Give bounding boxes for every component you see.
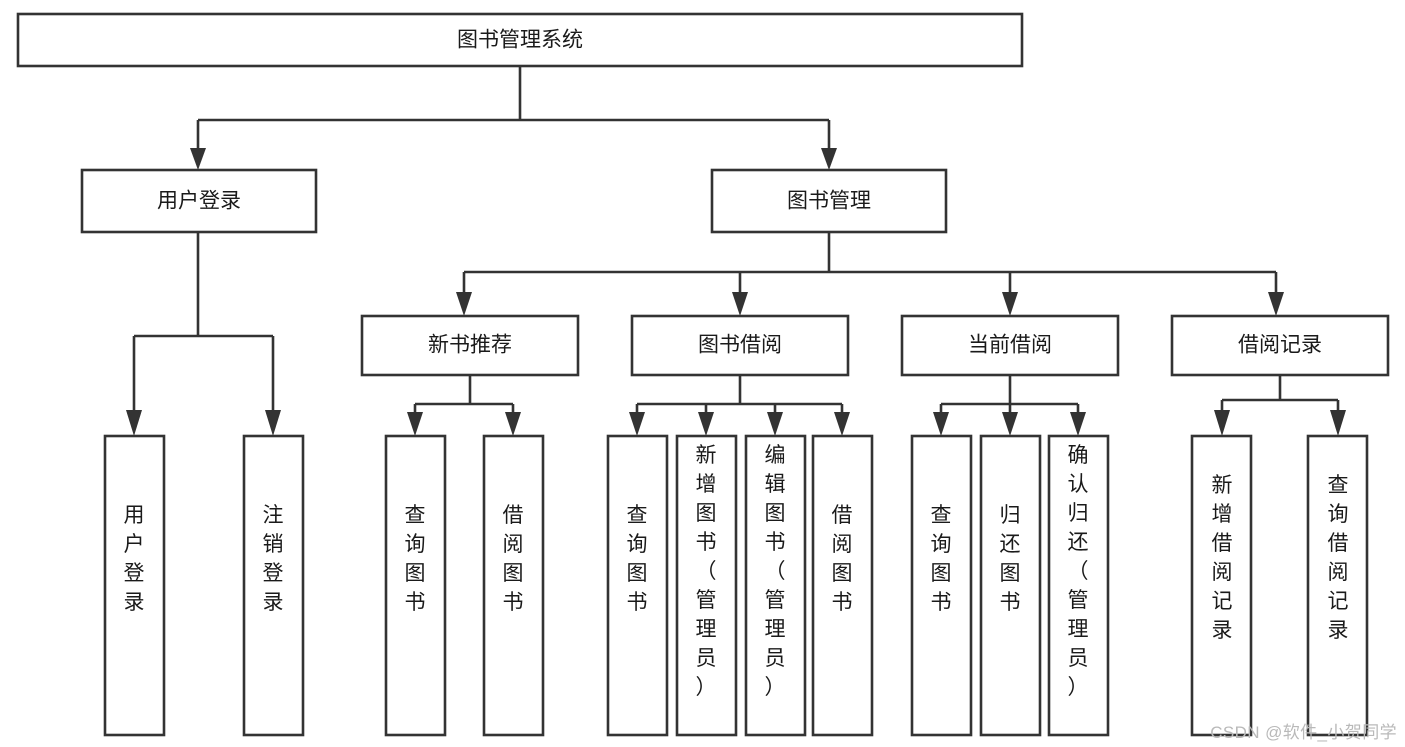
arrow-head-leaf-borrow-book-2 [834,412,850,436]
node-root-box[interactable] [16,12,1024,68]
node-leaf-borrow-book-2-label: 借阅图书 [832,504,853,614]
arrow-head-leaf-query-book-3 [933,412,949,436]
node-leaf-return-book-box[interactable] [979,434,1042,737]
node-leaf-edit-book-label: 编辑图书（管理员） [765,444,786,699]
edge-group-root [190,66,837,170]
node-leaf-borrow-book-1-box[interactable] [482,434,545,737]
node-leaf-query-record[interactable]: 查询借阅记录 [1306,434,1369,737]
node-leaf-query-book-3[interactable]: 查询图书 [910,434,973,737]
node-leaf-edit-book-box[interactable] [744,434,807,737]
edge-group-book-manage [456,232,1284,316]
arrow-head-book-manage [821,148,837,170]
node-book-manage-label: 图书管理 [787,190,871,213]
arrow-head-leaf-return-book [1002,412,1018,436]
arrow-head-leaf-add-record [1214,410,1230,436]
node-leaf-borrow-book-1[interactable]: 借阅图书 [482,434,545,737]
node-leaf-user-logout[interactable]: 注销登录 [242,434,305,737]
node-leaf-add-book-box[interactable] [675,434,738,737]
node-book-manage-box[interactable] [710,168,948,234]
node-root[interactable]: 图书管理系统 [16,12,1024,68]
node-leaf-query-book-2-box[interactable] [606,434,669,737]
node-leaf-confirm-return[interactable]: 确认归还（管理员） [1047,434,1110,737]
node-leaf-return-book[interactable]: 归还图书 [979,434,1042,737]
node-leaf-confirm-return-box[interactable] [1047,434,1110,737]
node-borrow-record-box[interactable] [1170,314,1390,377]
arrow-head-leaf-user-logout [265,410,281,436]
edge-group-new-book-recommend [407,375,521,436]
node-leaf-user-logout-label: 注销登录 [263,504,284,614]
node-leaf-query-book-3-label: 查询图书 [931,504,952,614]
node-leaf-borrow-book-2-box[interactable] [811,434,874,737]
node-current-borrow[interactable]: 当前借阅 [900,314,1120,377]
arrow-head-new-book-recommend [456,292,472,316]
edge-group-book-borrow [629,375,850,436]
arrow-head-leaf-user-login [126,410,142,436]
node-leaf-query-book-2[interactable]: 查询图书 [606,434,669,737]
node-leaf-user-login-box[interactable] [103,434,166,737]
arrow-head-borrow-record [1268,292,1284,316]
node-book-borrow-label: 图书借阅 [698,334,782,357]
node-user-login-label: 用户登录 [157,190,241,213]
node-user-login[interactable]: 用户登录 [80,168,318,234]
node-leaf-query-record-box[interactable] [1306,434,1369,737]
edge-group-user-login [126,232,281,436]
edge-group-borrow-record [1214,375,1346,436]
edge-group-current-borrow [933,375,1086,436]
node-leaf-query-book-1[interactable]: 查询图书 [384,434,447,737]
node-leaf-user-login-label: 用户登录 [124,504,145,614]
node-root-label: 图书管理系统 [457,29,583,52]
node-new-book-recommend[interactable]: 新书推荐 [360,314,580,377]
arrow-head-leaf-add-book [698,412,714,436]
node-leaf-add-record[interactable]: 新增借阅记录 [1190,434,1253,737]
arrow-head-leaf-query-book-2 [629,412,645,436]
node-current-borrow-box[interactable] [900,314,1120,377]
arrow-head-leaf-borrow-book-1 [505,412,521,436]
node-borrow-record-label: 借阅记录 [1238,334,1322,357]
node-book-borrow[interactable]: 图书借阅 [630,314,850,377]
node-leaf-query-book-2-label: 查询图书 [627,504,648,614]
node-leaf-query-book-1-label: 查询图书 [405,504,426,614]
node-leaf-add-record-label: 新增借阅记录 [1212,474,1233,642]
node-leaf-user-logout-box[interactable] [242,434,305,737]
node-new-book-recommend-box[interactable] [360,314,580,377]
node-leaf-add-book[interactable]: 新增图书（管理员） [675,434,738,737]
node-leaf-confirm-return-label: 确认归还（管理员） [1068,444,1089,699]
node-borrow-record[interactable]: 借阅记录 [1170,314,1390,377]
node-book-borrow-box[interactable] [630,314,850,377]
node-current-borrow-label: 当前借阅 [968,334,1052,357]
node-leaf-return-book-label: 归还图书 [1000,504,1021,614]
node-user-login-box[interactable] [80,168,318,234]
arrow-head-leaf-query-record [1330,410,1346,436]
arrow-head-book-borrow [732,292,748,316]
node-leaf-query-record-label: 查询借阅记录 [1328,474,1349,642]
arrow-head-leaf-query-book-1 [407,412,423,436]
node-leaf-add-book-label: 新增图书（管理员） [696,444,717,699]
arrow-head-current-borrow [1002,292,1018,316]
node-leaf-borrow-book-1-label: 借阅图书 [503,504,524,614]
node-leaf-edit-book[interactable]: 编辑图书（管理员） [744,434,807,737]
node-leaf-borrow-book-2[interactable]: 借阅图书 [811,434,874,737]
node-leaf-query-book-1-box[interactable] [384,434,447,737]
node-leaf-add-record-box[interactable] [1190,434,1253,737]
node-leaf-query-book-3-box[interactable] [910,434,973,737]
arrow-head-user-login [190,148,206,170]
node-book-manage[interactable]: 图书管理 [710,168,948,234]
arrow-head-leaf-edit-book [767,412,783,436]
arrow-head-leaf-confirm-return [1070,412,1086,436]
node-leaf-user-login[interactable]: 用户登录 [103,434,166,737]
node-new-book-recommend-label: 新书推荐 [428,334,512,357]
